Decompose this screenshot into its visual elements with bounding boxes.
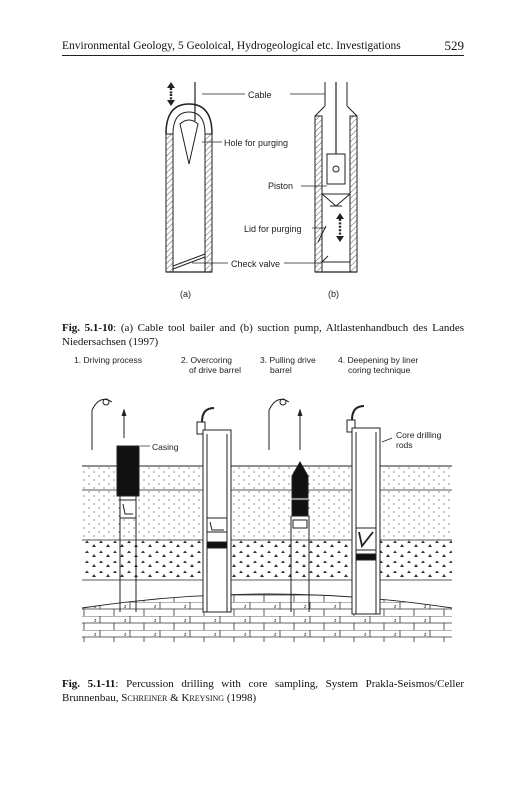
caption-text: : Percussion drilling with core sampling… xyxy=(62,678,464,704)
rig-overcoring xyxy=(196,407,232,613)
ground-strata xyxy=(81,465,453,642)
caption-author-1: Schreiner xyxy=(121,692,168,704)
label-core-drilling-rods: rods xyxy=(396,440,413,450)
panel-label-b: (b) xyxy=(328,289,339,299)
step-4-label: 4. Deepening by liner xyxy=(338,355,419,365)
suction-pump-drawing xyxy=(314,82,358,273)
caption-ampersand: & xyxy=(167,692,182,704)
step-3-label-line2: barrel xyxy=(270,365,292,375)
caption-label: Fig. 5.1-10 xyxy=(62,322,114,334)
step-2-label-line2: of drive barrel xyxy=(189,365,241,375)
panel-label-a: (a) xyxy=(180,289,191,299)
rig-driving-process xyxy=(91,398,140,612)
figure-caption-5-1-11: Fig. 5.1-11: Percussion drilling with co… xyxy=(62,677,464,705)
label-lid-for-purging: Lid for purging xyxy=(244,224,302,234)
figure-caption-5-1-10: Fig. 5.1-10: (a) Cable tool bailer and (… xyxy=(62,321,464,349)
figure-bailer-and-suction-pump: Cable Hole for purging Piston Lid for pu… xyxy=(165,82,358,299)
caption-text: : (a) Cable tool bailer and (b) suction … xyxy=(62,322,464,348)
figure-percussion-drilling: z 1. Driving process 2. Overcoring of dr… xyxy=(74,355,453,642)
caption-year: (1998) xyxy=(224,692,257,704)
header-rule xyxy=(62,55,464,56)
label-cable: Cable xyxy=(248,90,272,100)
running-title: Environmental Geology, 5 Geoloical, Hydr… xyxy=(62,40,401,52)
label-core-drilling: Core drilling xyxy=(396,430,442,440)
step-4-label-line2: coring technique xyxy=(348,365,411,375)
rig-liner-coring xyxy=(346,405,381,615)
label-piston: Piston xyxy=(268,181,293,191)
rig-pulling-drive-barrel xyxy=(268,398,310,612)
bailer-drawing xyxy=(165,82,213,273)
up-down-arrow-icon xyxy=(336,213,344,242)
running-header: Environmental Geology, 5 Geoloical, Hydr… xyxy=(62,38,464,54)
label-check-valve: Check valve xyxy=(231,259,280,269)
label-leaders xyxy=(140,437,393,447)
caption-author-2: Kreysing xyxy=(181,692,225,704)
caption-label: Fig. 5.1-11 xyxy=(62,678,116,690)
step-3-label: 3. Pulling drive xyxy=(260,355,316,365)
page-number: 529 xyxy=(444,38,465,53)
up-down-arrow-icon xyxy=(167,82,175,106)
step-2-label: 2. Overcoring xyxy=(181,355,232,365)
label-leaders xyxy=(192,93,327,264)
label-casing: Casing xyxy=(152,442,179,452)
step-1-label: 1. Driving process xyxy=(74,355,142,365)
label-hole-for-purging: Hole for purging xyxy=(224,138,288,148)
